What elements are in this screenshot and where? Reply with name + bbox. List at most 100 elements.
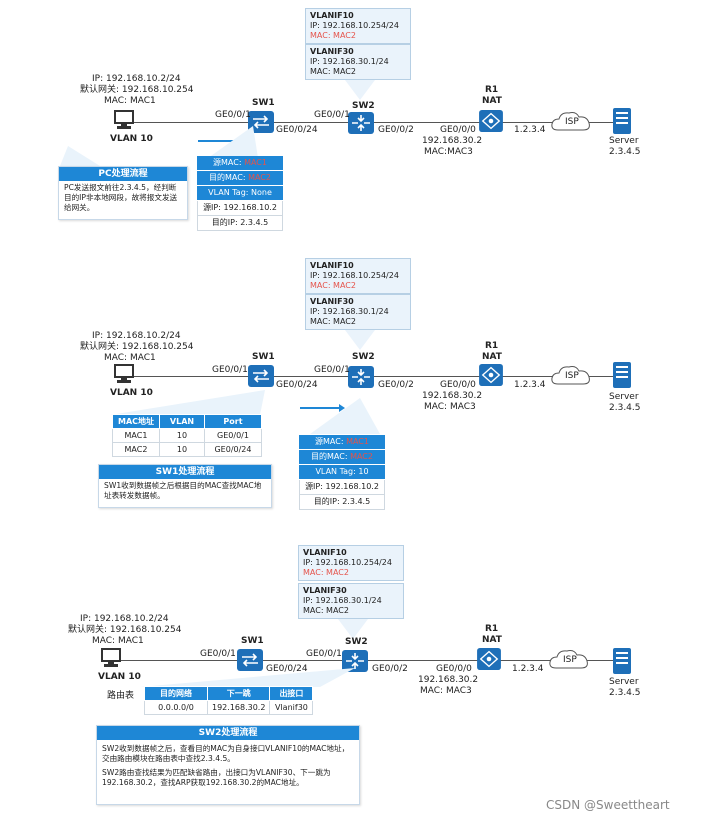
r1-router-icon [479,110,503,132]
vlanif10-ip: IP: 192.168.10.254/24 [310,21,399,30]
table-cell: MAC1 [112,428,160,443]
pc-gateway: 默认网关: 192.168.10.254 [80,85,194,95]
sw2-label-2: SW2 [352,352,375,362]
watermark: CSDN @Sweettheart [546,798,670,812]
vlan10-label-2: VLAN 10 [110,388,153,398]
pc-mac-3: MAC: MAC1 [92,636,144,646]
vlanif-pointer-2 [345,330,375,350]
r1-router-icon-2 [479,364,503,386]
pc-mac-2: MAC: MAC1 [104,353,156,363]
vlan10-label: VLAN 10 [110,134,153,144]
vlanif10-mac-2: MAC: MAC2 [310,281,356,290]
frame2-dst-ip: 目的IP: 2.3.4.5 [299,495,385,510]
frame2-dst-mac: 目的MAC: MAC2 [299,450,385,465]
pc-ip-2: IP: 192.168.10.2/24 [92,331,181,341]
vlanif10-title-2: VLANIF10 [310,261,354,270]
r1-mac-2: MAC: MAC3 [424,402,476,412]
frame1-vlan-tag: VLAN Tag: None [197,186,283,201]
sw1-label-2: SW1 [252,352,275,362]
vlanif10-mac-3: MAC: MAC2 [303,568,349,577]
vlanif10-box-2: VLANIF10 IP: 192.168.10.254/24 MAC: MAC2 [305,258,411,294]
pc-gateway-2: 默认网关: 192.168.10.254 [80,342,194,352]
sw2-port-ge001-3: GE0/0/1 [306,649,342,659]
server-ip-2: 2.3.4.5 [609,403,641,413]
pc-gateway-3: 默认网关: 192.168.10.254 [68,625,182,635]
route-table-col-nexthop: 下一跳 [206,686,271,701]
vlanif10-mac: MAC: MAC2 [310,31,356,40]
sw1-port-ge0024: GE0/0/24 [276,125,318,135]
mac-table-col-vlan: VLAN [159,414,205,429]
sw2-label-3: SW2 [345,637,368,647]
sw1-process-title: SW1处理流程 [99,465,271,479]
nat-label: NAT [482,96,502,106]
sw1-port-ge001-3: GE0/0/1 [200,649,236,659]
vlanif30-mac: MAC: MAC2 [310,67,356,76]
server-label-3: Server [609,677,639,687]
mac-table-header: MAC地址 VLAN Port [112,414,262,429]
nat-label-3: NAT [482,635,502,645]
pc-fade-pointer [60,146,100,166]
server-ip: 2.3.4.5 [609,147,641,157]
sw2-port-ge002: GE0/0/2 [378,125,414,135]
pc-process-title: PC处理流程 [59,167,187,181]
server-label-2: Server [609,392,639,402]
table-row: 0.0.0.0/0 192.168.30.2 Vlanif30 [144,700,314,715]
vlanif30-ip-3: IP: 192.168.30.1/24 [303,596,382,605]
sw2-process-panel: SW2处理流程 SW2收到数据帧之后，查看目的MAC为自身接口VLANIF10的… [96,725,360,805]
isp-cloud-icon-2 [551,366,590,385]
server-icon-2 [613,362,631,388]
vlanif30-box-2: VLANIF30 IP: 192.168.30.1/24 MAC: MAC2 [305,294,411,330]
frame1-dst-ip: 目的IP: 2.3.4.5 [197,216,283,231]
vlanif30-ip-2: IP: 192.168.30.1/24 [310,307,389,316]
table-cell: MAC2 [112,442,160,457]
sw1-port-ge0024-2: GE0/0/24 [276,380,318,390]
sw1-icon-2 [248,365,274,387]
vlanif-pointer-3 [338,619,368,639]
frame1-dst-mac: 目的MAC: MAC2 [197,171,283,186]
vlanif30-title-2: VLANIF30 [310,297,354,306]
vlanif10-ip-3: IP: 192.168.10.254/24 [303,558,392,567]
route-table-pointer [140,668,355,687]
vlanif10-box: VLANIF10 IP: 192.168.10.254/24 MAC: MAC2 [305,8,411,44]
fade-pointer [208,126,258,158]
sw1-icon-3 [237,649,263,671]
isp-label-3: ISP [563,655,577,665]
vlanif10-title-3: VLANIF10 [303,548,347,557]
vlanif30-box: VLANIF30 IP: 192.168.30.1/24 MAC: MAC2 [305,44,411,80]
sw2-process-body-2: SW2路由查找结果为匹配缺省路由，出接口为VLANIF30、下一跳为192.16… [102,768,331,787]
r1-ip-2: 192.168.30.2 [422,391,483,401]
pc-icon-3 [101,648,121,667]
route-table-header: 目的网络 下一跳 出接口 [144,686,314,701]
pc-process-body: PC发送报文前往2.3.4.5，经判断目的IP非本地网段，故将报文发送给网关。 [64,183,178,212]
r1-ip: 192.168.30.2 [422,136,483,146]
frame-1: 源MAC: MAC1 目的MAC: MAC2 VLAN Tag: None 源I… [197,156,283,231]
route-table-col-dest: 目的网络 [144,686,208,701]
vlanif10-title: VLANIF10 [310,11,354,20]
frame1-src-ip: 源IP: 192.168.10.2 [197,201,283,216]
nat-label-2: NAT [482,352,502,362]
sw2-icon-3 [342,650,368,672]
server-icon [613,108,631,134]
table-cell: Vlanif30 [269,700,314,715]
sw2-process-body-1: SW2收到数据帧之后，查看目的MAC为自身接口VLANIF10的MAC地址，交由… [102,744,350,763]
mac-table-pointer [110,390,265,415]
vlanif30-mac-2: MAC: MAC2 [310,317,356,326]
fade-pointer-2 [310,398,380,434]
r1-router-icon-3 [477,648,501,670]
frame2-vlan-tag: VLAN Tag: 10 [299,465,385,480]
pc-ip: IP: 192.168.10.2/24 [92,74,181,84]
frame-2: 源MAC: MAC1 目的MAC: MAC2 VLAN Tag: 10 源IP:… [299,435,385,510]
r1-label-2: R1 [485,341,499,351]
table-cell: GE0/0/1 [204,428,262,443]
server-ip-3: 2.3.4.5 [609,688,641,698]
pc-process-panel: PC处理流程 PC发送报文前往2.3.4.5，经判断目的IP非本地网段，故将报文… [58,166,188,220]
r1-mac: MAC:MAC3 [424,147,473,157]
sw1-port-ge001-2: GE0/0/1 [212,365,248,375]
mac-table-col-mac: MAC地址 [112,414,160,429]
sw2-label: SW2 [352,101,375,111]
vlanif30-ip: IP: 192.168.30.1/24 [310,57,389,66]
route-table-caption: 路由表 [107,691,135,701]
vlan10-label-3: VLAN 10 [98,672,141,682]
sw2-port-ge002-3: GE0/0/2 [372,664,408,674]
frame2-src-mac: 源MAC: MAC1 [299,435,385,450]
